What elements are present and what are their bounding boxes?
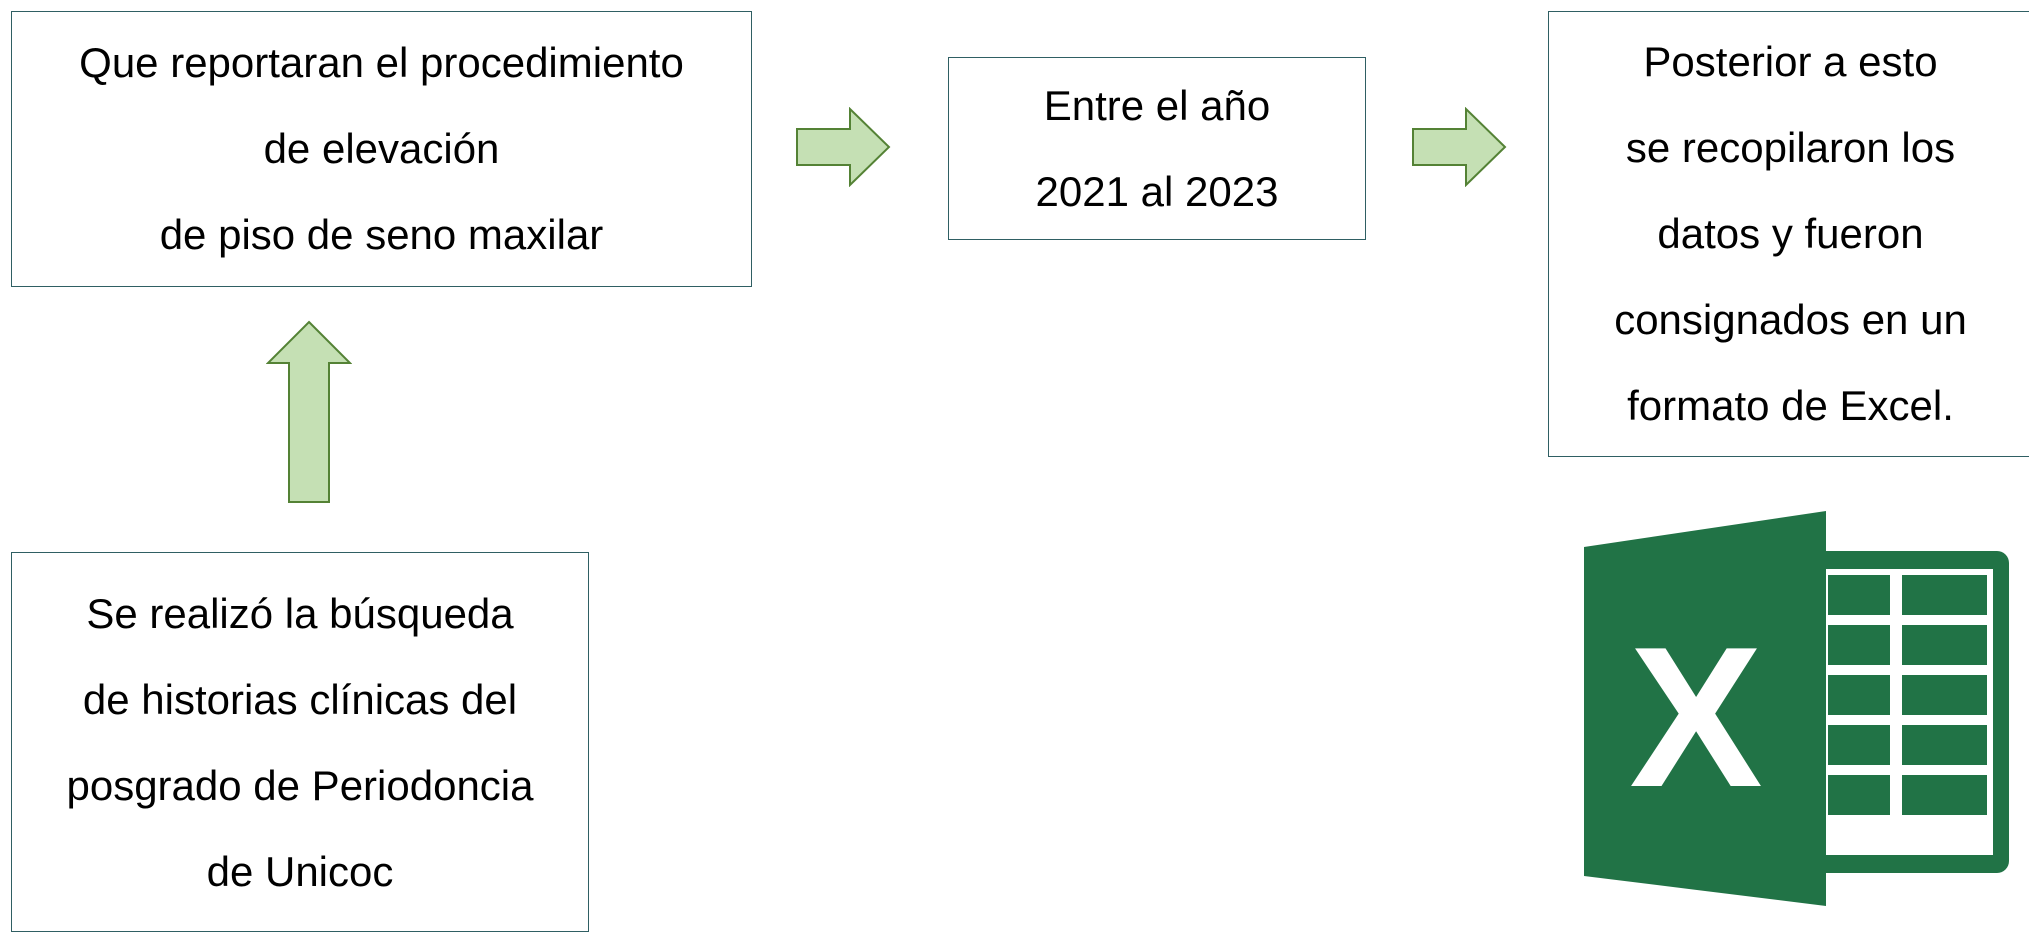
step-text-line: Que reportaran el procedimiento: [79, 39, 684, 86]
step-box-year-range: Entre el año 2021 al 2023: [948, 57, 1366, 240]
excel-logo-letter: X: [1629, 606, 1762, 829]
excel-icon: X: [1584, 511, 2009, 906]
step-text-line: de historias clínicas del: [82, 676, 518, 723]
step-text-line: se recopilaron los: [1625, 124, 1956, 171]
step-text-line: Entre el año: [1043, 81, 1271, 129]
step-text-line: datos y fueron: [1657, 210, 1924, 257]
step-box-procedure-criteria: Que reportaran el procedimiento de eleva…: [11, 11, 752, 287]
step-text-line: 2021 al 2023: [1035, 167, 1279, 215]
step-text-line: de Unicoc: [206, 848, 394, 895]
arrow-right-icon: [796, 107, 891, 187]
step-text-line: Se realizó la búsqueda: [86, 590, 514, 637]
step-text-line: de piso de seno maxilar: [159, 211, 604, 258]
step-box-data-collection: Posterior a esto se recopilaron los dato…: [1548, 11, 2029, 457]
step-text-line: de elevación: [263, 125, 500, 172]
arrow-right-icon: [1412, 107, 1507, 187]
arrow-up-icon: [266, 320, 352, 503]
step-text-line: Posterior a esto: [1643, 38, 1938, 85]
step-box-record-search: Se realizó la búsqueda de historias clín…: [11, 552, 589, 932]
step-text-line: posgrado de Periodoncia: [66, 762, 534, 809]
step-text-line: consignados en un: [1614, 296, 1967, 343]
step-text-line: formato de Excel.: [1627, 382, 1954, 429]
